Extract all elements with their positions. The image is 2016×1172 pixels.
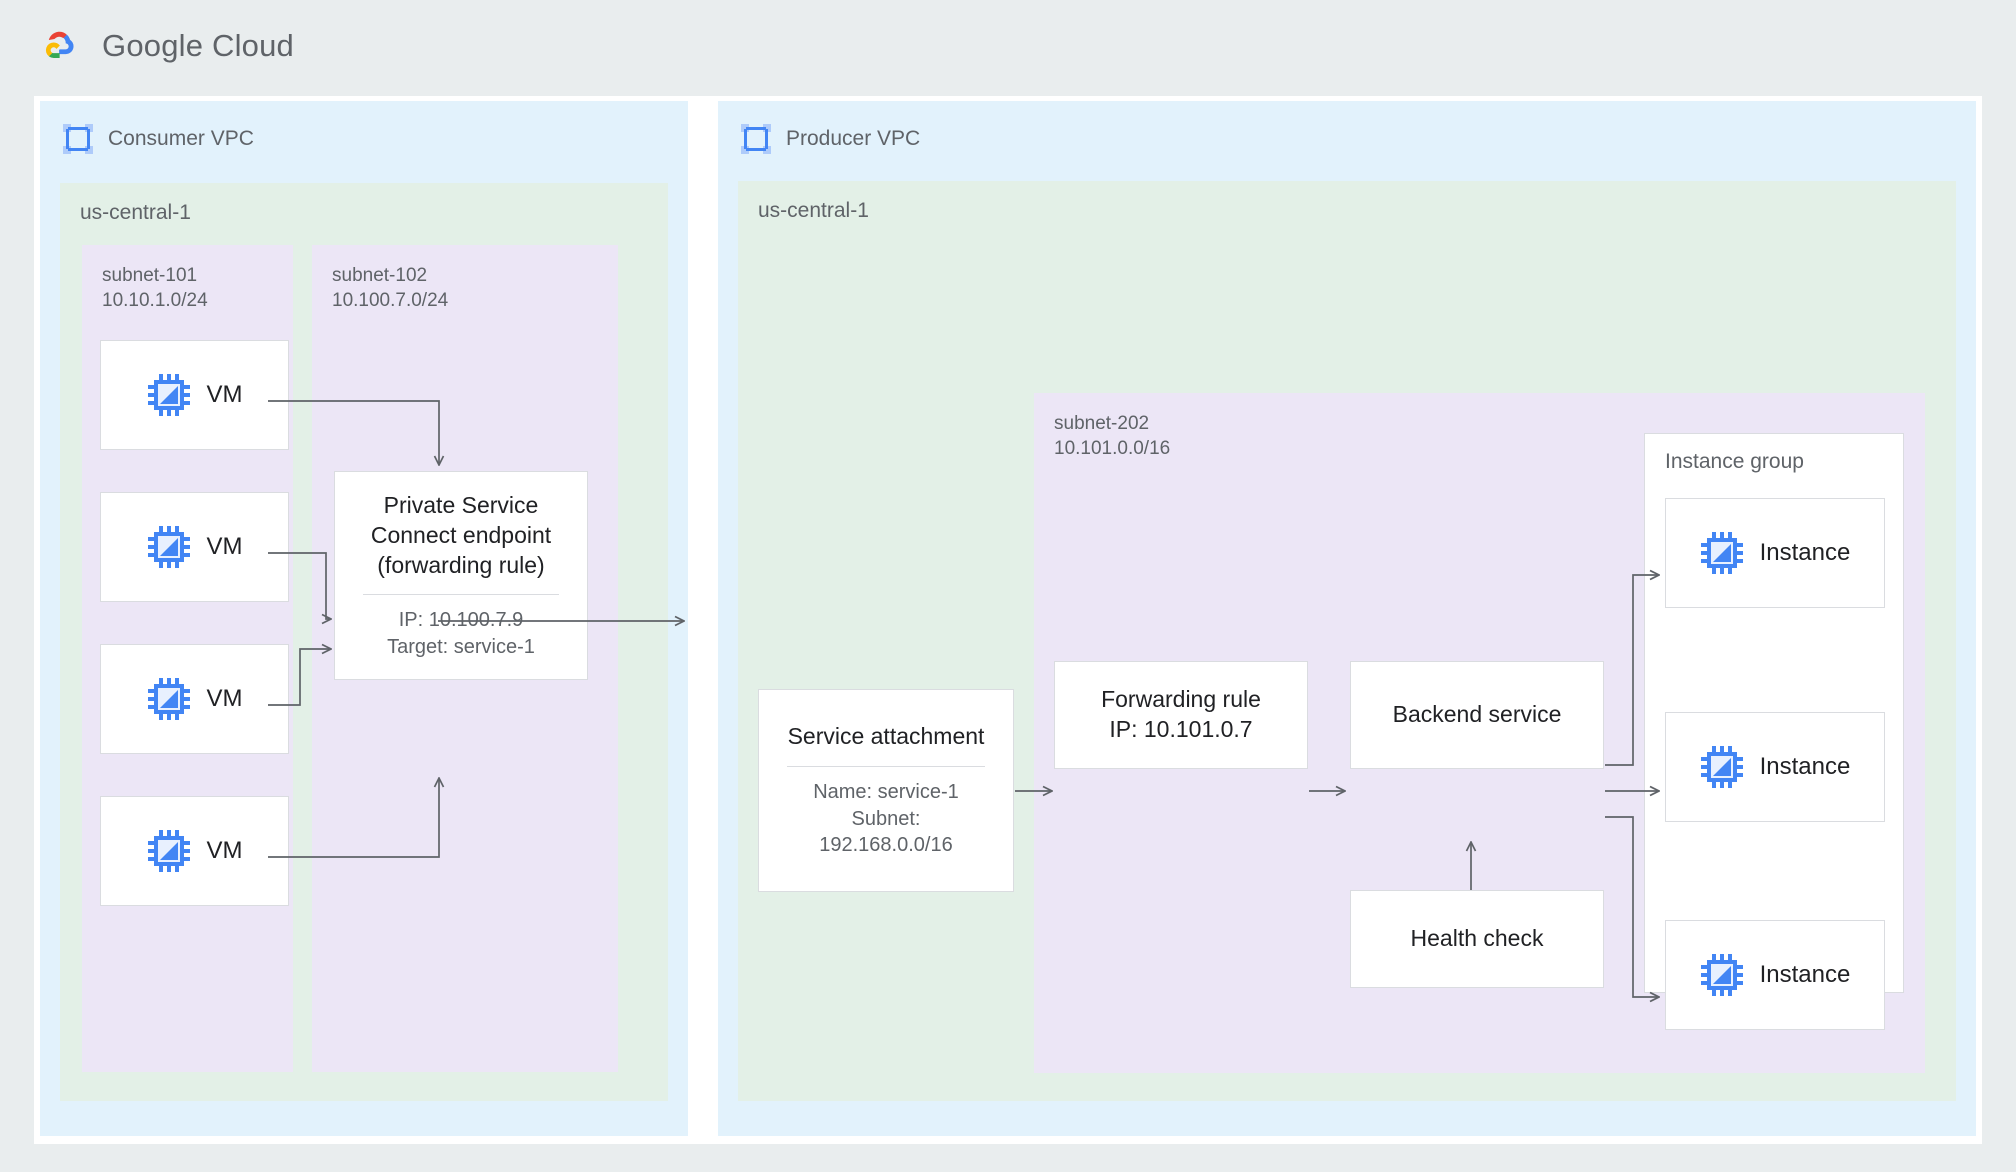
health-check[interactable]: Health check [1350, 890, 1604, 988]
consumer-region: us-central-1 subnet-101 10.10.1.0/24 [60, 183, 668, 1101]
google-cloud-logo-icon [34, 24, 84, 68]
instance-group-label: Instance group [1665, 450, 1804, 473]
vpc-icon [740, 123, 772, 155]
chip-icon [1700, 531, 1744, 575]
consumer-region-label: us-central-1 [80, 201, 191, 224]
vm-2[interactable]: VM [100, 492, 289, 602]
producer-vpc-header: Producer VPC [740, 123, 920, 155]
producer-vpc: Producer VPC us-central-1 Service attach… [718, 101, 1976, 1136]
consumer-vpc: Consumer VPC us-central-1 subnet-101 10.… [40, 101, 688, 1136]
chip-icon [1700, 953, 1744, 997]
instance-group: Instance group [1644, 433, 1904, 1030]
chip-icon [1700, 745, 1744, 789]
subnet-101: subnet-101 10.10.1.0/24 [82, 245, 293, 1072]
psc-endpoint-divider [362, 594, 560, 596]
vm-3[interactable]: VM [100, 644, 289, 754]
vpc-icon [62, 123, 94, 155]
subnet-202-label: subnet-202 10.101.0.0/16 [1054, 413, 1171, 460]
instance-2-label: Instance [1759, 753, 1851, 780]
producer-region: us-central-1 Service attachment Name: se… [738, 181, 1956, 1101]
service-attachment-title: Service attachment [787, 723, 985, 750]
forwarding-rule-title: Forwarding rule IP: 10.101.0.7 [1101, 686, 1261, 742]
service-attachment-details: Name: service-1 Subnet: 192.168.0.0/16 [813, 781, 959, 857]
psc-endpoint-title: Private Service Connect endpoint (forwar… [370, 491, 552, 578]
chip-icon [147, 373, 191, 417]
instance-3[interactable]: Instance [1665, 920, 1885, 1030]
vm-2-label: VM [206, 533, 243, 560]
vm-4[interactable]: VM [100, 796, 289, 906]
diagram-card: Consumer VPC us-central-1 subnet-101 10.… [34, 96, 1982, 1144]
forwarding-rule[interactable]: Forwarding rule IP: 10.101.0.7 [1054, 661, 1308, 769]
psc-endpoint-details: IP: 10.100.7.9 Target: service-1 [387, 609, 535, 658]
psc-endpoint[interactable]: Private Service Connect endpoint (forwar… [334, 471, 588, 680]
vm-4-label: VM [206, 837, 243, 864]
subnet-101-label: subnet-101 10.10.1.0/24 [102, 265, 208, 312]
vm-1[interactable]: VM [100, 340, 289, 450]
consumer-vpc-header: Consumer VPC [62, 123, 254, 155]
producer-vpc-title: Producer VPC [786, 127, 921, 150]
chip-icon [147, 829, 191, 873]
vm-1-label: VM [206, 381, 243, 408]
subnet-102-label: subnet-102 10.100.7.0/24 [332, 265, 449, 312]
chip-icon [147, 525, 191, 569]
backend-service[interactable]: Backend service [1350, 661, 1604, 769]
health-check-title: Health check [1410, 925, 1544, 952]
vm-3-label: VM [206, 685, 243, 712]
instance-3-label: Instance [1759, 961, 1851, 988]
brand-header: Google Cloud [34, 24, 294, 68]
instance-1[interactable]: Instance [1665, 498, 1885, 608]
subnet-202: subnet-202 10.101.0.0/16 Forwarding rule… [1034, 393, 1925, 1073]
backend-service-title: Backend service [1392, 701, 1562, 728]
chip-icon [147, 677, 191, 721]
service-attachment-divider [786, 766, 986, 768]
service-attachment[interactable]: Service attachment Name: service-1 Subne… [758, 689, 1014, 892]
instance-2[interactable]: Instance [1665, 712, 1885, 822]
brand-name: Google Cloud [102, 28, 294, 63]
instance-1-label: Instance [1759, 539, 1851, 566]
producer-region-label: us-central-1 [758, 199, 869, 222]
consumer-vpc-title: Consumer VPC [108, 127, 254, 150]
subnet-102: subnet-102 10.100.7.0/24 Private Service… [312, 245, 618, 1072]
